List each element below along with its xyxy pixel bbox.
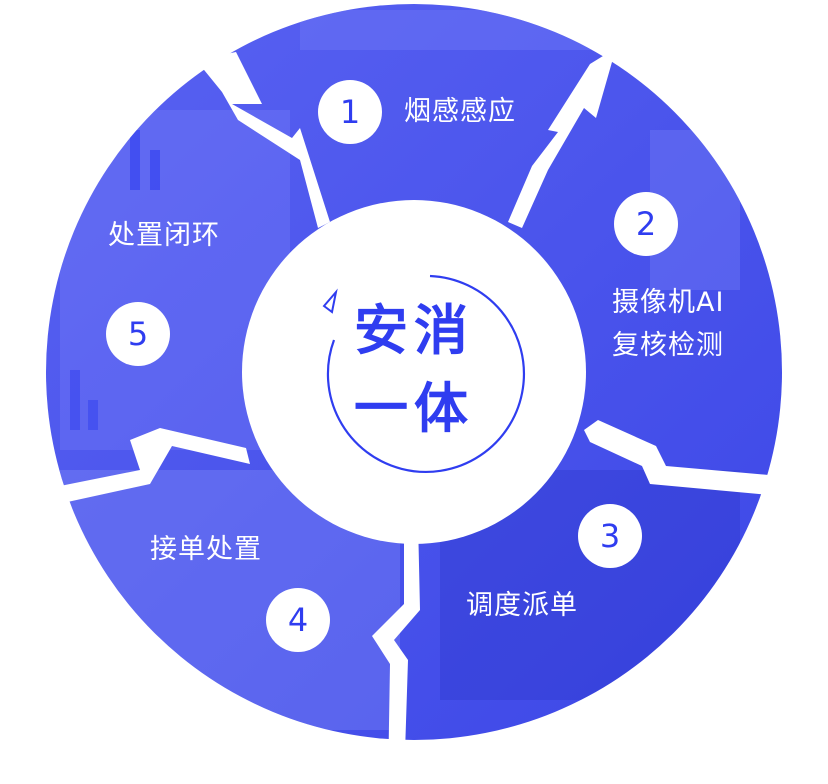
step-3-label: 调度派单 — [466, 590, 578, 621]
segment-separators — [40, 48, 780, 784]
step-5-label: 处置闭环 — [108, 220, 220, 251]
step-1-label: 烟感感应 — [404, 96, 516, 127]
step-1-badge: 1 — [318, 80, 382, 144]
step-2-label-line1: 摄像机AI — [612, 287, 725, 318]
segment-texture — [300, 10, 610, 50]
step-5-badge: 5 — [106, 302, 170, 366]
step-3-badge: 3 — [578, 504, 642, 568]
cycle-arrow-head-icon — [322, 288, 338, 314]
step-4-badge: 4 — [266, 588, 330, 652]
step-4-label: 接单处置 — [150, 534, 262, 565]
center-title-line1: 安消 — [354, 299, 474, 362]
step-2-label-line2: 复核检测 — [612, 330, 724, 361]
cycle-arrow-icon — [326, 274, 526, 474]
step-2-badge: 2 — [614, 192, 678, 256]
center-title-line2: 一体 — [354, 377, 474, 440]
center-disc — [242, 200, 586, 544]
